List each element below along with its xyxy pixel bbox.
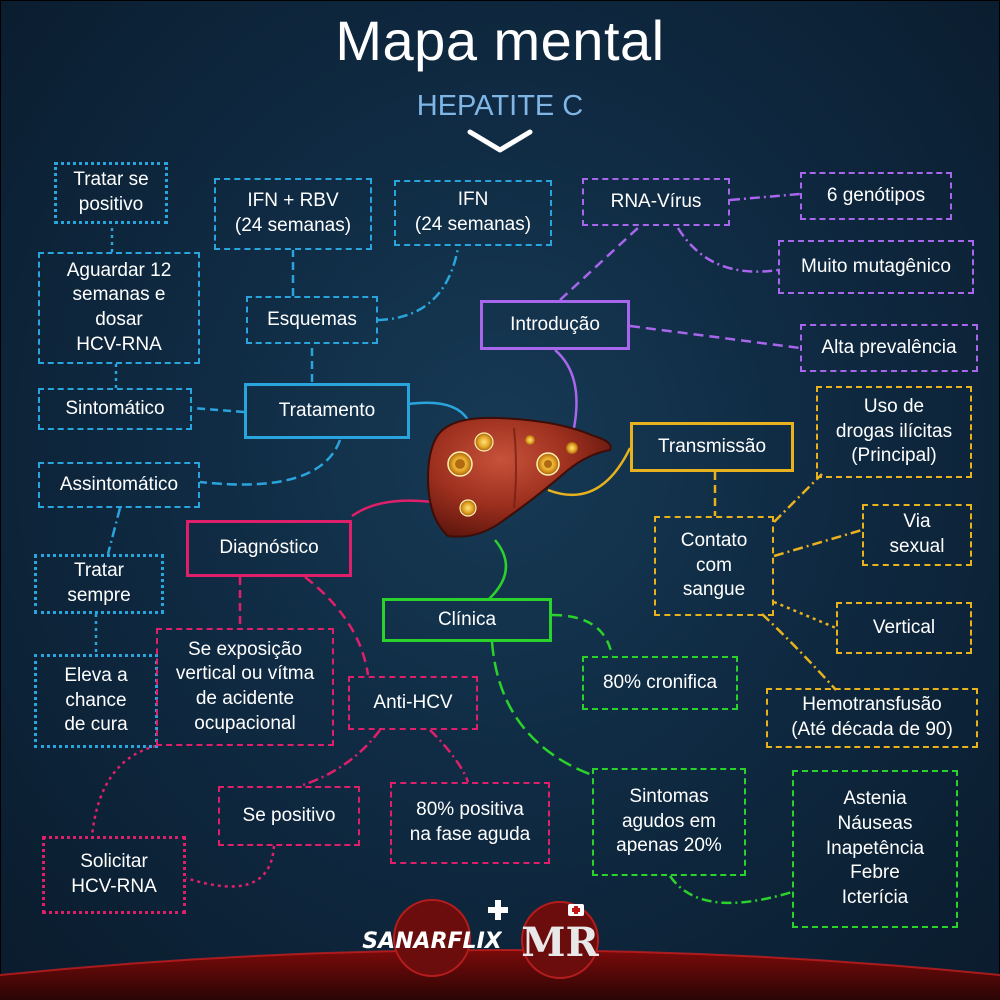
link-contato-hemo	[761, 613, 837, 691]
node-muito-mutagenico[interactable]: Muito mutagênico	[778, 240, 974, 294]
link-tratamento-sintomatico	[191, 406, 245, 414]
node-alta-prevalencia[interactable]: Alta prevalência	[800, 324, 978, 372]
node-se-positivo[interactable]: Se positivo	[218, 786, 360, 846]
node-uso-de-drogas[interactable]: Uso de drogas ilícitas (Principal)	[816, 386, 972, 478]
link-rna-mutagenico	[676, 227, 779, 273]
node-tratamento[interactable]: Tratamento	[244, 383, 410, 439]
svg-text:SANARFLIX: SANARFLIX	[362, 929, 502, 954]
link-clinica-cronifica	[551, 613, 614, 657]
node-eleva-chance-de-cura[interactable]: Eleva a chance de cura	[34, 654, 158, 748]
node-rna-virus[interactable]: RNA-Vírus	[582, 178, 730, 226]
node-ifn-rbv[interactable]: IFN + RBV (24 semanas)	[214, 178, 372, 250]
link-assintomatico-tratarsempre	[106, 507, 122, 555]
link-exposicao-solicitar	[90, 744, 157, 837]
liver-icon	[426, 416, 612, 538]
link-clinica-sintomasagudos	[490, 641, 593, 777]
sanarflix-logo: SANARFLIX	[362, 899, 502, 977]
link-contato-vertical	[773, 600, 837, 630]
node-via-sexual[interactable]: Via sexual	[862, 504, 972, 566]
node-tratar-se-positivo[interactable]: Tratar se positivo	[54, 162, 168, 224]
node-introducao[interactable]: Introdução	[480, 300, 630, 350]
chevron-down-icon	[467, 129, 533, 153]
node-diagnostico[interactable]: Diagnóstico	[186, 520, 352, 577]
bottom-decoration	[0, 949, 1000, 1000]
link-introducao-prevalencia	[629, 324, 801, 350]
node-tratar-sempre[interactable]: Tratar sempre	[34, 554, 164, 614]
node-lista-sintomas[interactable]: Astenia Náuseas Inapetência Febre Icterí…	[792, 770, 958, 928]
link-esquemas-ifn	[377, 247, 460, 322]
mr-logo: MR	[521, 901, 600, 979]
node-contato-com-sangue[interactable]: Contato com sangue	[654, 516, 774, 616]
link-diagnostico-liver	[351, 499, 433, 518]
link-sintomasagudos-sintomas	[668, 875, 793, 905]
node-anti-hcv[interactable]: Anti-HCV	[348, 676, 478, 730]
page-subtitle: HEPATITE C	[416, 90, 584, 122]
link-rna-genotipos	[729, 192, 801, 202]
node-vertical[interactable]: Vertical	[836, 602, 972, 654]
node-sintomatico[interactable]: Sintomático	[38, 388, 192, 430]
link-transmissao-liver	[547, 447, 632, 497]
node-80-cronifica[interactable]: 80% cronifica	[582, 656, 738, 710]
link-contato-drogas	[773, 473, 823, 523]
link-tratamento-liver	[407, 401, 470, 421]
link-sepositivo-solicitar	[185, 845, 276, 888]
node-se-exposicao-vertical[interactable]: Se exposição vertical ou vítma de aciden…	[156, 628, 334, 746]
page-title: Mapa mental	[335, 9, 665, 72]
node-clinica[interactable]: Clínica	[382, 598, 552, 642]
node-sintomas-agudos[interactable]: Sintomas agudos em apenas 20%	[592, 768, 746, 876]
node-esquemas[interactable]: Esquemas	[246, 296, 378, 344]
plus-icon	[488, 900, 508, 920]
link-clinica-liver	[487, 539, 508, 601]
node-assintomatico[interactable]: Assintomático	[38, 462, 200, 508]
link-tratamento-assintomatico	[199, 439, 342, 486]
svg-text:MR: MR	[521, 919, 599, 966]
node-80-positiva-fase-aguda[interactable]: 80% positiva na fase aguda	[390, 782, 550, 864]
node-transmissao[interactable]: Transmissão	[630, 422, 794, 472]
link-antihcv-sepositivo	[299, 729, 381, 788]
link-introducao-rna	[559, 225, 641, 301]
node-6-genotipos[interactable]: 6 genótipos	[800, 172, 952, 220]
link-antihcv-positivaaguda	[429, 729, 470, 783]
node-hemotransfusao[interactable]: Hemotransfusão (Até década de 90)	[766, 688, 978, 748]
node-solicitar-hcv-rna[interactable]: Solicitar HCV-RNA	[42, 836, 186, 914]
node-ifn[interactable]: IFN (24 semanas)	[394, 180, 552, 246]
link-contato-sexual	[773, 528, 863, 558]
node-aguardar-12-semanas[interactable]: Aguardar 12 semanas e dosar HCV-RNA	[38, 252, 200, 364]
